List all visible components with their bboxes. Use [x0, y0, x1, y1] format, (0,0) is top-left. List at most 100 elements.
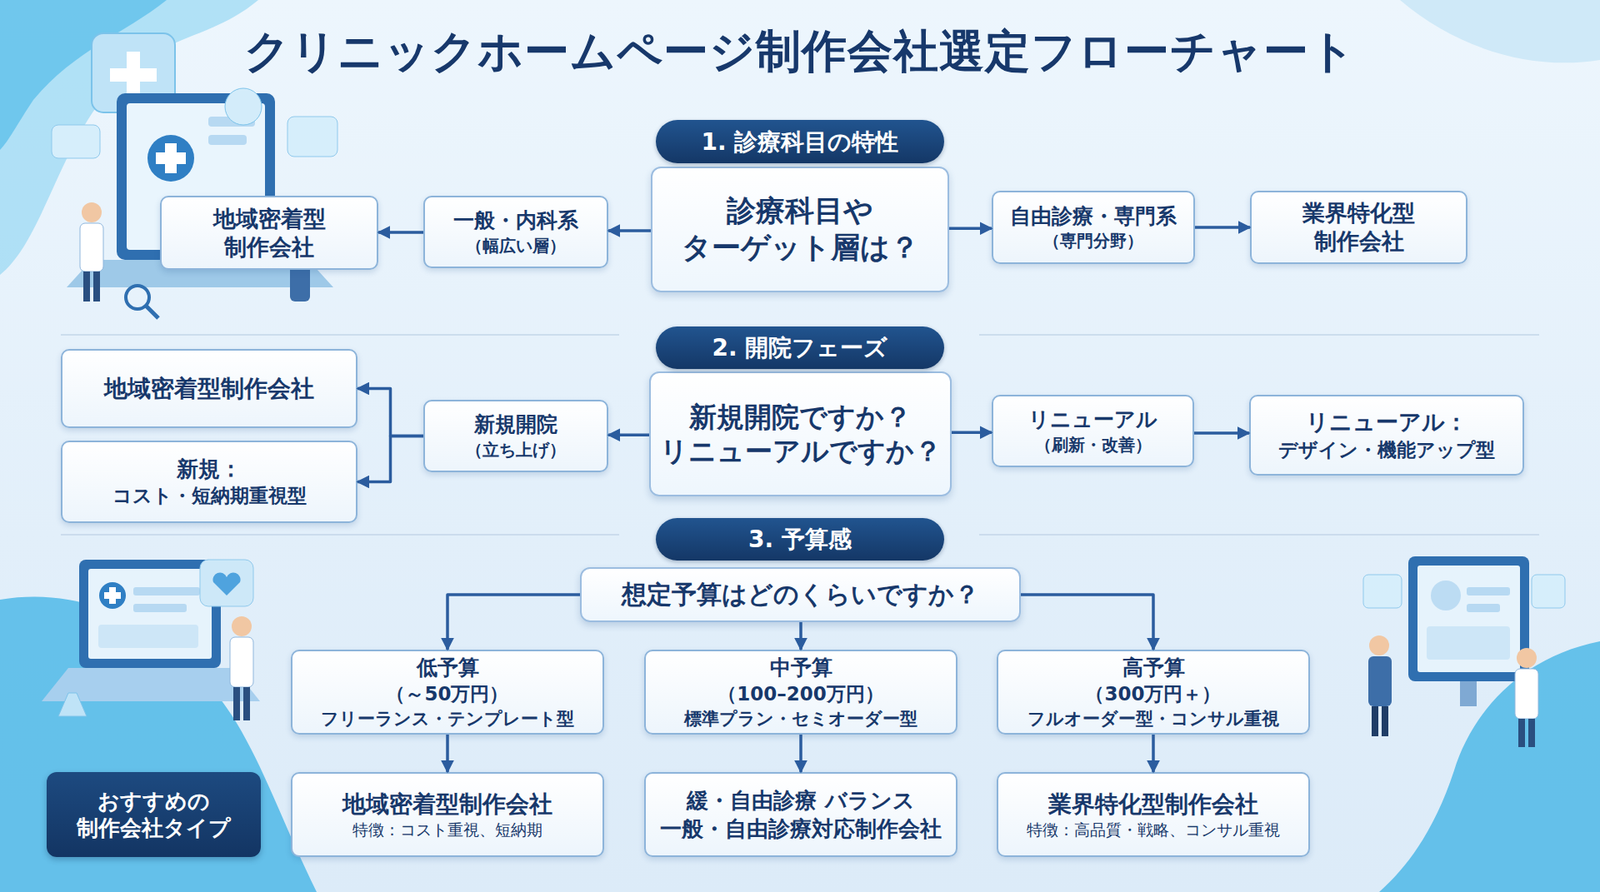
divider-line — [979, 334, 1540, 336]
cross-badge — [99, 582, 126, 610]
node-subtext: デザイン・機能アップ型 — [1278, 438, 1495, 463]
node-heading: おすすめの 制作会社タイプ — [53, 788, 255, 843]
divider-line — [979, 534, 1540, 536]
doctor-leg — [93, 271, 100, 302]
section-header: 2. 開院フェーズ — [655, 326, 945, 370]
screen-line — [1466, 587, 1510, 596]
doctor-body — [230, 637, 254, 688]
cross-badge — [147, 135, 195, 182]
screen-line — [208, 135, 247, 145]
node-subtext: （幅広い層） — [465, 235, 566, 257]
node-heading: 一般・内科系 — [453, 207, 579, 234]
label-box: おすすめの 制作会社タイプ — [46, 772, 261, 858]
flow-arrow — [1151, 735, 1155, 773]
node-subtext: （刷新・改善） — [1035, 435, 1152, 456]
flow-arrow — [357, 436, 424, 483]
heart-symbol — [212, 572, 240, 596]
node-heading: 低予算 — [416, 655, 480, 681]
floating-icon — [1363, 575, 1402, 609]
flow-arrow — [445, 735, 450, 773]
flow-arrow — [1195, 225, 1250, 230]
flow-arrow — [1020, 595, 1154, 650]
screen-block — [98, 625, 199, 649]
option-box: 一般・内科系（幅広い層） — [423, 195, 609, 269]
node-subtext: （～50万円） — [385, 682, 509, 707]
option-box: 高予算（300万円＋）フルオーダー型・コンサル重視 — [996, 650, 1310, 735]
doctor-leg — [1528, 719, 1535, 748]
node-heading: 診療科目や ターゲット層は？ — [659, 193, 941, 267]
chat-bubble — [287, 116, 338, 157]
screen-panel — [88, 569, 212, 660]
option-box: 低予算（～50万円）フリーランス・テンプレート型 — [290, 650, 605, 735]
question-box: 診療科目や ターゲット層は？ — [650, 166, 950, 293]
node-heading: 自由診療・専門系 — [1010, 203, 1177, 230]
node-heading: リニューアル： — [1305, 408, 1468, 437]
floating-icon — [1531, 575, 1565, 609]
option-box: 業界特化型 制作会社 — [1250, 190, 1468, 265]
flow-arrow — [378, 230, 424, 235]
option-box: 中予算（100–200万円）標準プラン・セミオーダー型 — [644, 650, 958, 735]
node-heading: 1. 診療科目の特性 — [701, 127, 900, 157]
recommendation-box: 緩・自由診療 バランス一般・自由診療対応制作会社 — [644, 772, 958, 858]
heart-bubble — [200, 560, 254, 607]
monitor-screen — [1408, 556, 1530, 682]
doctor-head — [1516, 648, 1537, 669]
screen-block — [1426, 626, 1510, 660]
cross-symbol — [104, 587, 121, 605]
flow-arrow — [608, 229, 651, 233]
option-box: リニューアル：デザイン・機能アップ型 — [1249, 395, 1525, 476]
option-box: 地域密着型 制作会社 — [160, 195, 379, 270]
flask — [58, 693, 87, 717]
flow-arrow — [1194, 431, 1250, 435]
magnifier — [125, 285, 150, 310]
person-leg — [1371, 706, 1379, 737]
profile-icon — [225, 88, 262, 125]
flow-arrow — [951, 431, 992, 435]
question-box: 想定予算はどのくらいですか？ — [580, 567, 1021, 623]
laptop-illustration — [41, 560, 260, 721]
option-box: 新規開院（立ち上げ） — [423, 400, 609, 473]
monitor-illustration — [1363, 556, 1565, 748]
node-heading: 高予算 — [1122, 655, 1185, 681]
divider-line — [60, 534, 620, 536]
node-heading: 地域密着型制作会社 — [342, 790, 553, 820]
recommendation-box: 地域密着型制作会社特徴：コスト重視、短納期 — [290, 772, 605, 858]
chat-bubble — [51, 125, 100, 159]
node-subtext: コスト・短納期重視型 — [112, 484, 307, 509]
person-head — [1369, 635, 1390, 656]
magnifier-handle — [145, 305, 159, 319]
screen-line — [1466, 604, 1500, 613]
node-heading: 3. 予算感 — [748, 525, 852, 555]
node-heading: 2. 開院フェーズ — [712, 333, 889, 363]
cross-symbol — [155, 143, 186, 174]
option-box: 新規：コスト・短納期重視型 — [60, 440, 358, 524]
doctor-body — [80, 223, 104, 272]
node-subtext: 特徴：コスト重視、短納期 — [352, 820, 543, 841]
person-body — [1368, 656, 1392, 707]
doctor-body — [1515, 669, 1539, 720]
flow-arrow — [447, 595, 580, 650]
corner-blob — [0, 597, 317, 892]
doctor-head — [231, 616, 252, 637]
flow-arrow — [608, 434, 650, 438]
node-subtext: 特徴：高品質・戦略、コンサル重視 — [1026, 820, 1280, 841]
node-heading: リニューアル — [1028, 406, 1158, 433]
flow-arrow — [799, 735, 803, 773]
option-box: 地域密着型制作会社 — [60, 349, 358, 429]
recommendation-box: 業界特化型制作会社特徴：高品質・戦略、コンサル重視 — [996, 772, 1310, 858]
diagram-title: クリニックホームページ制作会社選定フローチャート — [0, 21, 1600, 83]
question-box: 新規開院ですか？ リニューアルですか？ — [649, 371, 952, 497]
node-subtext: 一般・自由診療対応制作会社 — [660, 815, 942, 844]
screen-panel — [1417, 565, 1520, 673]
doctor-leg — [83, 271, 90, 302]
doctor-leg — [243, 687, 250, 721]
corner-wave — [1400, 0, 1600, 63]
section-header: 1. 診療科目の特性 — [655, 120, 945, 164]
doctor-leg — [1518, 719, 1525, 748]
node-heading: 業界特化型制作会社 — [1048, 790, 1259, 820]
node-heading: 新規開院ですか？ リニューアルですか？ — [657, 400, 944, 470]
node-heading: 新規開院 — [474, 411, 558, 438]
node-heading: 中予算 — [770, 655, 833, 681]
option-box: リニューアル（刷新・改善） — [991, 395, 1195, 468]
